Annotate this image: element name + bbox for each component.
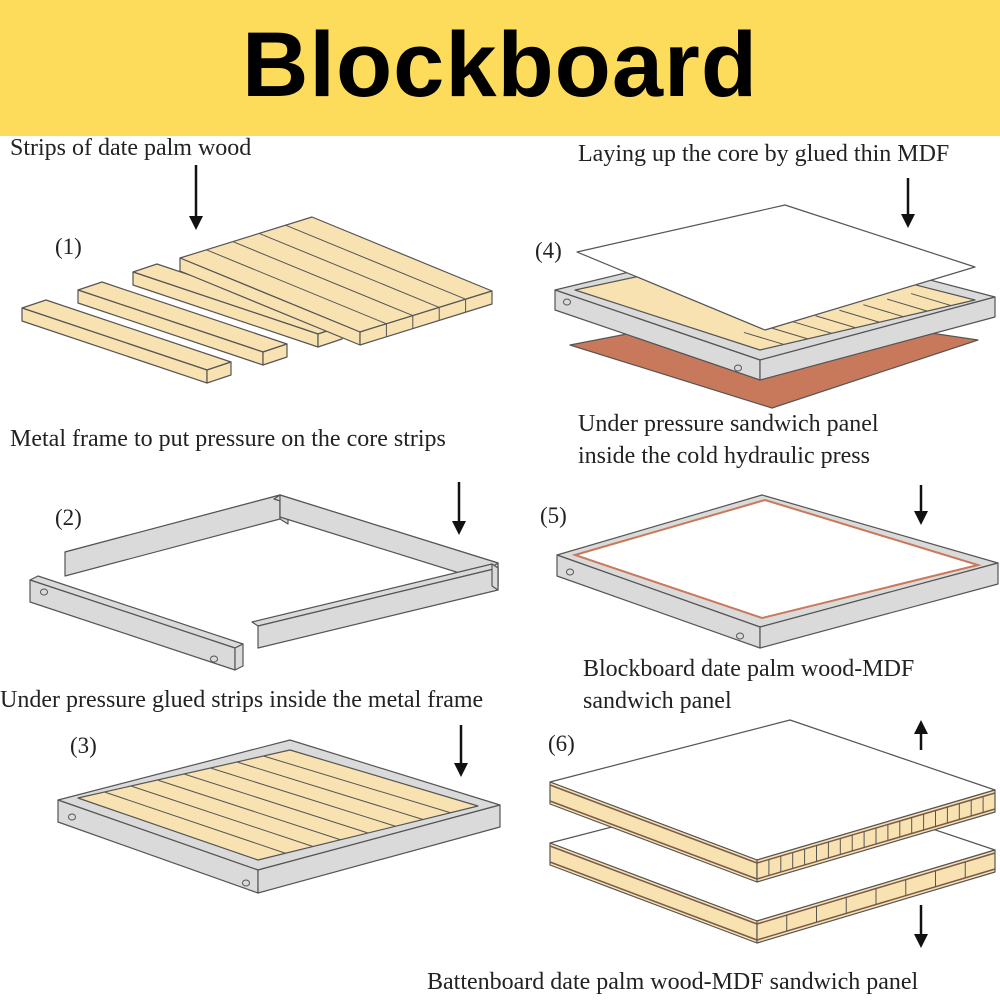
step-3-number: (3) — [70, 733, 97, 758]
step-5-number: (5) — [540, 503, 567, 528]
panel-5-front-right — [759, 562, 999, 649]
strip-joint — [104, 791, 286, 854]
step-1-label: Strips of date palm wood — [10, 135, 252, 161]
bolt-hole — [210, 655, 218, 663]
blockboard-upper-mdf-edge — [549, 800, 758, 880]
page-title: Blockboard — [241, 14, 759, 116]
bolt-hole — [242, 879, 250, 887]
bottom-caption: Battenboard date palm wood-MDF sandwich … — [427, 969, 919, 995]
frame-bar-front-left-end — [234, 643, 244, 671]
battenboard-lower-mdf-edge — [549, 845, 758, 925]
down-arrow-2-head — [452, 521, 466, 535]
step-5-label-line2: inside the cold hydraulic press — [578, 443, 870, 469]
strip-joint — [130, 785, 314, 847]
step-6-label-line1: Blockboard date palm wood-MDF — [583, 656, 915, 682]
down-arrow-5-head — [914, 511, 928, 525]
step-5-label-line1: Under pressure sandwich panel — [578, 411, 879, 437]
bolt-hole — [736, 632, 744, 640]
bolt-hole — [40, 588, 48, 596]
title-banner — [0, 0, 1000, 136]
step-1-number: (1) — [55, 234, 82, 259]
strip-joint — [236, 761, 424, 820]
bolt-hole — [566, 568, 574, 576]
step-4-label: Laying up the core by glued thin MDF — [578, 141, 950, 167]
strip-joint — [206, 249, 387, 325]
strip-block-end — [359, 290, 493, 346]
step-6-number: (6) — [548, 731, 575, 756]
strip-joint — [815, 315, 856, 329]
strip-1-end — [206, 361, 232, 384]
up-arrow-6-head — [914, 720, 928, 734]
bolt-hole — [734, 364, 742, 372]
core-strips-3 — [77, 749, 479, 861]
strip-joint — [259, 232, 440, 308]
strip-joint — [743, 331, 785, 345]
strip-joint — [910, 293, 952, 307]
strip-joint — [285, 224, 466, 300]
down-arrow-6-head — [914, 934, 928, 948]
step-6-label-line2: sandwich panel — [583, 688, 732, 714]
down-arrow-4-head — [901, 214, 915, 228]
strip-joint — [887, 298, 928, 312]
frame-bar-front-right-side — [257, 567, 499, 649]
down-arrow-1-head — [189, 216, 203, 230]
bolt-hole — [563, 298, 571, 306]
bolt-hole — [68, 813, 76, 821]
strip-joint — [863, 304, 904, 318]
strip-joint — [767, 326, 808, 340]
step-4-number: (4) — [535, 238, 562, 263]
strip-joint — [232, 241, 413, 317]
frame-bar-front-right-end — [491, 563, 499, 591]
strip-joint — [839, 309, 880, 323]
step-2-number: (2) — [55, 505, 82, 530]
step-3-label: Under pressure glued strips inside the m… — [0, 687, 484, 713]
frame-3-front-right — [257, 804, 501, 894]
top-mdf-sheet — [576, 204, 976, 331]
frame-bar-back-left-side — [64, 494, 281, 577]
blockboard-upper-mdf-edge — [549, 784, 758, 864]
battenboard-lower-mdf-edge — [549, 861, 758, 941]
strip-2-end — [262, 343, 288, 366]
panel-5-top-mdf — [571, 498, 982, 620]
strip-joint — [791, 320, 832, 334]
step-2-label: Metal frame to put pressure on the core … — [10, 426, 446, 452]
strip-joint — [157, 779, 341, 841]
down-arrow-3-head — [454, 763, 468, 777]
strip-joint — [183, 773, 369, 834]
strip-joint — [210, 767, 396, 827]
frame-4-front-right — [759, 296, 996, 381]
strip-joint — [263, 755, 451, 814]
frame-bar-front-left-side — [29, 579, 236, 671]
